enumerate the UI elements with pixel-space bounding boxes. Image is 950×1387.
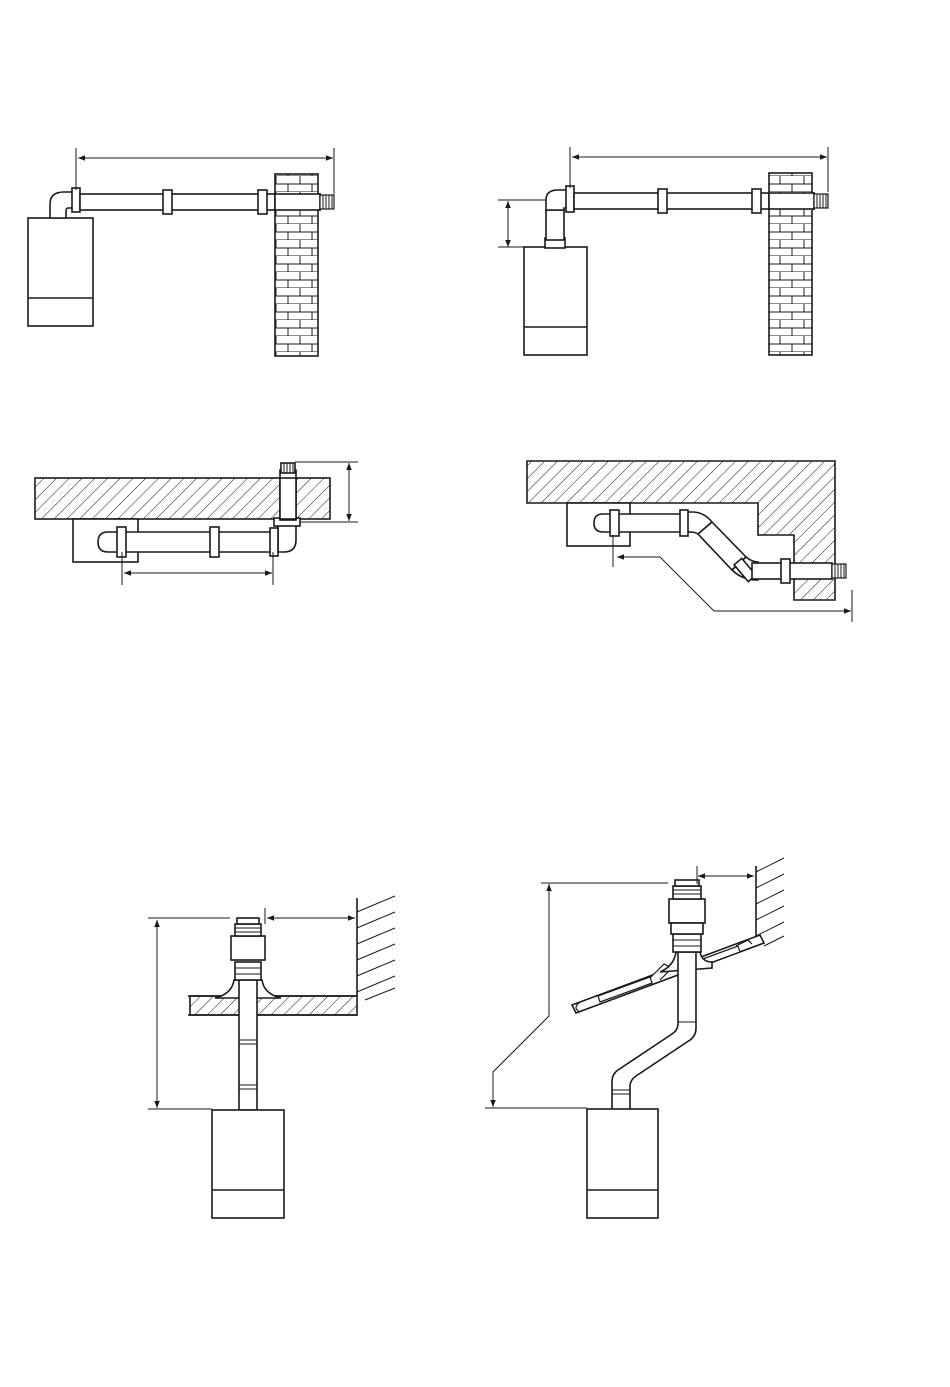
- pipe-clamp: [781, 559, 790, 583]
- flue-pipe: [239, 980, 257, 1110]
- flue-elbow: [50, 192, 74, 218]
- boiler: [524, 247, 587, 355]
- flue-pipe: [594, 514, 683, 532]
- diagram-vertical-flue-pitched-roof-offset: [485, 858, 784, 1218]
- pipe-clamp: [163, 190, 172, 214]
- pipe-clamp: [610, 510, 619, 536]
- diagram-horizontal-flue-with-vertical-riser: [498, 147, 828, 355]
- flue-riser: [546, 210, 564, 240]
- flue-terminal: [669, 899, 705, 923]
- flue-elbow: [546, 190, 568, 210]
- pipe-clamp: [258, 190, 267, 214]
- flue-pipe: [752, 563, 832, 579]
- boiler: [212, 1110, 284, 1218]
- pipe-clamp: [210, 527, 219, 557]
- dimension-line-vertical: [493, 884, 549, 1107]
- flue-terminal: [231, 936, 265, 960]
- diagram-horizontal-flue-under-ceiling: [35, 462, 358, 585]
- diagram-vertical-flue-flat-roof: [148, 896, 395, 1218]
- boiler: [28, 218, 93, 326]
- pipe-clamp: [658, 189, 667, 213]
- diagram-horizontal-flue-with-offset-bends: [527, 461, 852, 622]
- pipe-clamp: [752, 189, 761, 213]
- flue-elbow: [278, 524, 296, 552]
- boiler: [587, 1109, 658, 1218]
- flat-roof: [190, 996, 357, 1015]
- diagram-horizontal-flue-through-wall: [28, 148, 334, 356]
